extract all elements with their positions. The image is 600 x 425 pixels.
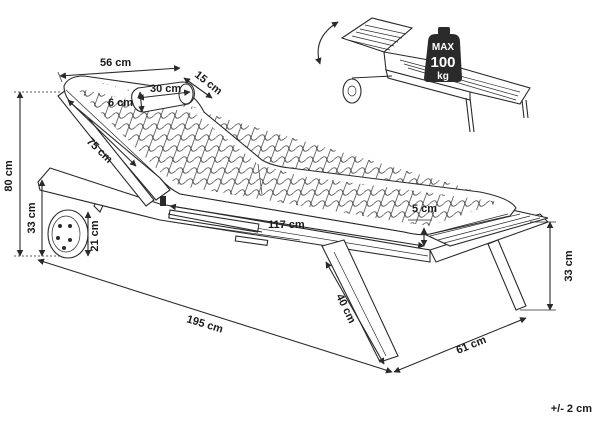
badge-max-label: MAX (432, 42, 455, 53)
tolerance-note: +/- 2 cm (551, 403, 592, 415)
label-seat-height-right: 33 cm (563, 250, 575, 281)
label-total-height: 80 cm (3, 160, 15, 191)
label-seat-height-left: 33 cm (26, 202, 38, 233)
inset-backrest (340, 17, 414, 53)
label-pillow-height: 6 cm (108, 97, 133, 109)
label-width-56: 56 cm (100, 57, 131, 69)
front-right-leg (487, 239, 527, 311)
max-weight-badge: MAX 100 kg (424, 27, 462, 82)
recline-arrow-icon (315, 21, 339, 65)
inset-lounger-illustration: MAX 100 kg (315, 17, 531, 133)
label-wheel-height: 21 cm (89, 220, 101, 251)
badge-weight-unit: kg (437, 71, 449, 82)
label-depth: 61 cm (455, 334, 489, 357)
inset-wheel (342, 78, 362, 104)
label-cushion-thickness: 5 cm (412, 203, 437, 215)
label-pillow-depth: 15 cm (192, 69, 224, 98)
label-pillow-width: 30 cm (150, 83, 181, 95)
front-left-leg (321, 239, 399, 363)
badge-weight-value: 100 (430, 54, 455, 71)
wheel (47, 209, 89, 259)
label-seat-length: 117 cm (268, 219, 305, 231)
dimension-lines (14, 65, 556, 374)
adjust-handle (234, 235, 269, 247)
